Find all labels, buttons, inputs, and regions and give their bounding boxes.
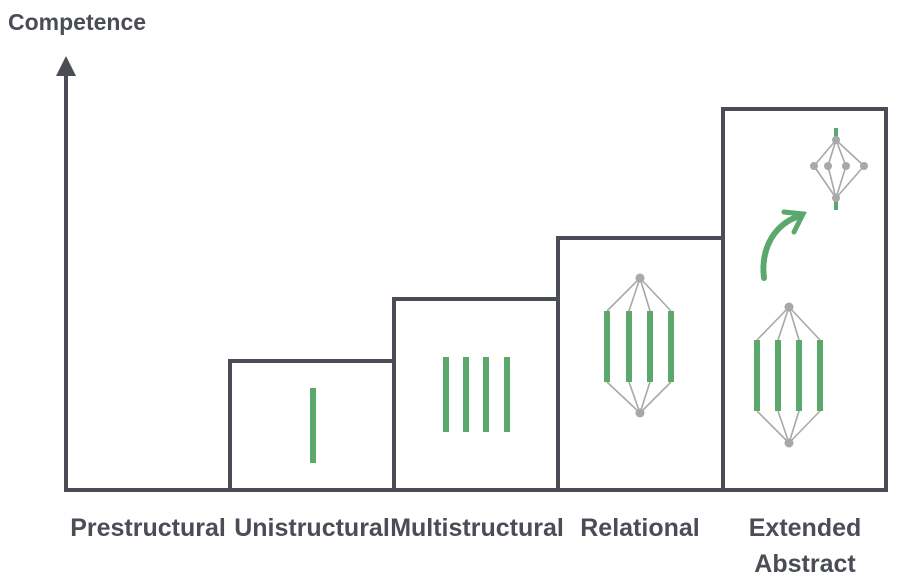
- level-label-extended: Extended: [749, 514, 862, 542]
- level-label-abstract: Abstract: [754, 550, 856, 578]
- extended-bottom-node: [784, 438, 794, 448]
- abstract-node: [860, 162, 868, 170]
- extended-bar: [796, 340, 802, 411]
- relational-bottom-node: [635, 408, 645, 418]
- abstract-node: [842, 162, 850, 170]
- abstract-node: [832, 136, 840, 144]
- relational-bar: [668, 311, 674, 382]
- y-axis-arrowhead: [56, 56, 76, 76]
- extended-bar: [817, 340, 823, 411]
- relational-bar: [604, 311, 610, 382]
- relational-bar: [647, 311, 653, 382]
- abstract-node: [824, 162, 832, 170]
- level-label-unistructural: Unistructural: [234, 514, 390, 542]
- y-axis-label: Competence: [8, 9, 146, 35]
- multistructural-bar: [443, 357, 449, 432]
- abstract-network-top-bar: [834, 128, 838, 140]
- extended-bar: [754, 340, 760, 411]
- extended-bar: [775, 340, 781, 411]
- relational-structure: [604, 273, 674, 418]
- abstract-network-edges: [813, 139, 865, 199]
- transfer-arrow-icon: [760, 209, 807, 281]
- extended-structure: [754, 302, 823, 448]
- level-label-prestructural: Prestructural: [70, 514, 226, 542]
- multistructural-bar: [504, 357, 510, 432]
- extended-top-node: [784, 302, 794, 312]
- multistructural-bars: [443, 357, 510, 432]
- abstract-node: [810, 162, 818, 170]
- abstract-node: [832, 194, 840, 202]
- extended-edges: [756, 306, 821, 444]
- abstract-network: [810, 128, 868, 210]
- relational-bar: [626, 311, 632, 382]
- multistructural-bar: [483, 357, 489, 432]
- level-label-relational: Relational: [580, 514, 699, 542]
- unistructural-bar: [310, 388, 316, 463]
- abstract-network-bottom-bar: [834, 198, 838, 210]
- relational-top-node: [635, 273, 645, 283]
- relational-edges: [606, 277, 672, 414]
- multistructural-bar: [463, 357, 469, 432]
- level-label-multistructural: Multistructural: [390, 514, 564, 542]
- step-multistructural: [392, 297, 560, 492]
